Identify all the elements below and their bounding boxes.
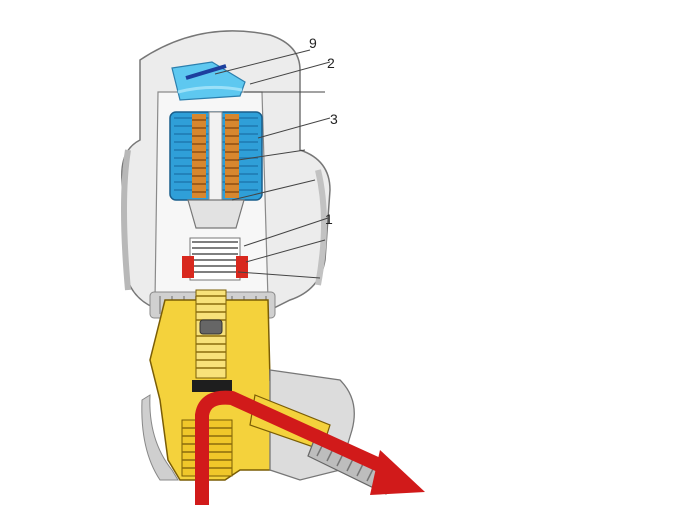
return-spring: [182, 237, 248, 281]
flow-arrow: [195, 390, 425, 505]
callout-leaders: [214, 49, 331, 279]
sensor-bellows: [169, 111, 263, 221]
callout-9: 9: [309, 35, 317, 51]
callout-1: 1: [325, 211, 333, 227]
callout-labels: 9 2 3 1: [309, 35, 338, 227]
piston: [187, 199, 245, 229]
callout-2: 2: [327, 55, 335, 71]
callout-3: 3: [330, 111, 338, 127]
